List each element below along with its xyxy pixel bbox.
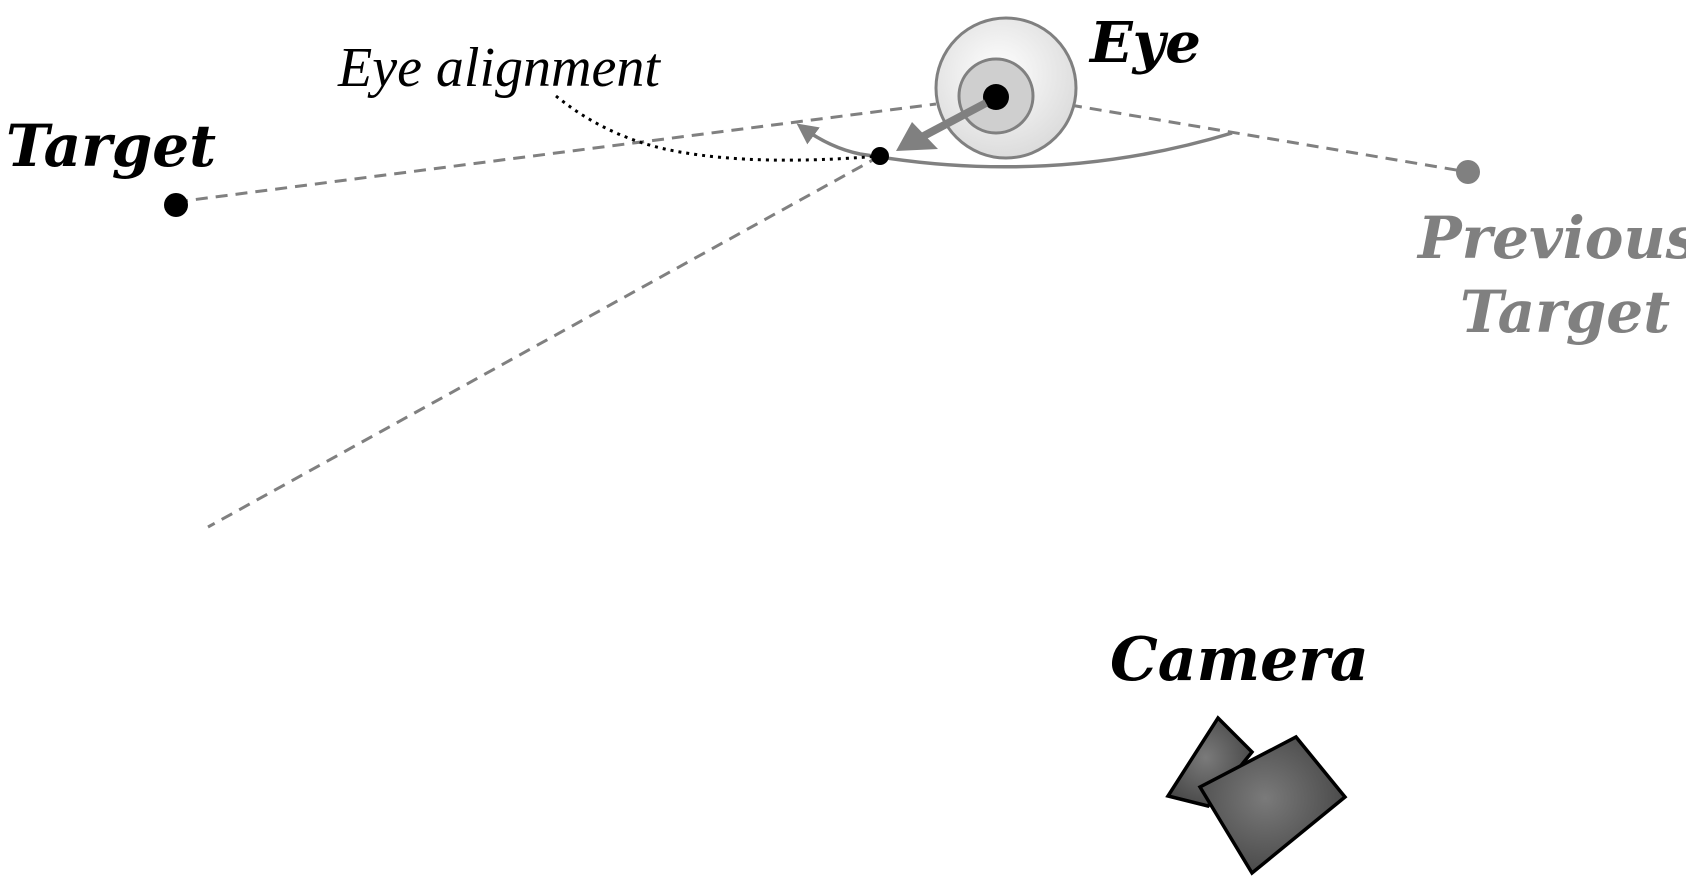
eye-alignment-leader (555, 94, 881, 162)
rotation-arc (796, 123, 1233, 169)
camera-icon (1165, 715, 1348, 876)
target-label: Target (6, 112, 216, 180)
target-dot (164, 193, 188, 217)
previous-target-label-line1: Previous (1416, 204, 1686, 272)
camera-label: Camera (1110, 625, 1369, 695)
alignment-point (871, 147, 889, 165)
previous-target-dot (1456, 160, 1480, 184)
target-gaze-line (175, 102, 937, 204)
gaze-direction-arrow (896, 99, 988, 151)
eye-alignment-label: Eye alignment (337, 37, 661, 99)
previous-target-gaze-line (1069, 103, 1469, 174)
eye-icon (934, 16, 1078, 160)
eye-label: Eye (1088, 10, 1201, 76)
previous-target-label-line2: Target (1460, 278, 1670, 346)
camera-alignment-line (207, 154, 881, 529)
